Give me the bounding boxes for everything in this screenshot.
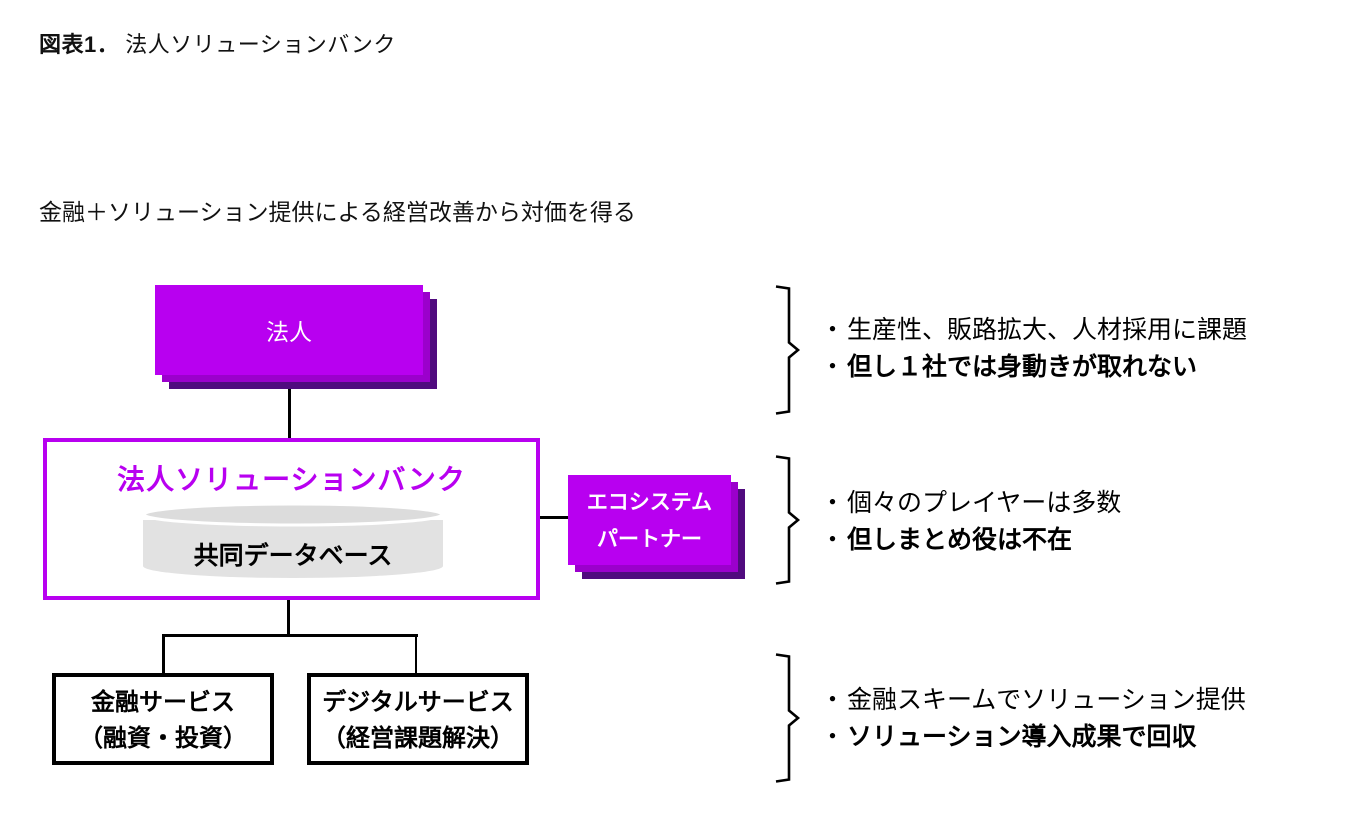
database-cylinder: 共同データベース: [141, 502, 445, 586]
connector-branch-horizontal: [162, 634, 418, 637]
brace-corporation-icon: [775, 285, 801, 415]
bullet-item: ・ 但し１社では身動きが取れない: [820, 349, 1247, 386]
bullet-item: ・ 但しまとめ役は不在: [820, 522, 1121, 559]
figure-title-text: 法人ソリューションバンク: [125, 32, 396, 57]
solution-bank-title: 法人ソリューションバンク: [117, 464, 466, 495]
bullet-text: 生産性、販路拡大、人材採用に課題: [847, 316, 1248, 344]
bullet-text: ソリューション導入成果で回収: [847, 723, 1197, 751]
connector-bank-down: [287, 598, 290, 636]
ecosystem-partner-line1: エコシステム: [586, 491, 713, 514]
corporation-label: 法人: [266, 319, 312, 345]
finance-service-box: 金融サービス （融資・投資）: [52, 673, 274, 765]
digital-service-box: デジタルサービス （経営課題解決）: [307, 673, 529, 765]
figure-number-label: 図表1．: [39, 32, 120, 57]
bullet-icon: ・: [820, 316, 846, 344]
bullet-text: 但し１社では身動きが取れない: [847, 353, 1198, 381]
bullet-text: 但しまとめ役は不在: [847, 526, 1073, 554]
connector-bank-to-ecosystem: [538, 516, 568, 519]
brace-ecosystem-icon: [775, 455, 801, 585]
bullet-text: 金融スキームでソリューション提供: [847, 686, 1246, 714]
annotation-group-ecosystem: ・ 個々のプレイヤーは多数 ・ 但しまとめ役は不在: [820, 485, 1121, 559]
bullet-icon: ・: [820, 723, 846, 751]
ecosystem-partner-box: エコシステム パートナー: [568, 475, 731, 565]
digital-service-line1: デジタルサービス: [322, 689, 514, 716]
bullet-item: ・ 金融スキームでソリューション提供: [820, 682, 1246, 719]
connector-drop-finance: [162, 634, 165, 674]
database-label: 共同データベース: [193, 542, 393, 570]
finance-service-line2: （融資・投資）: [79, 725, 247, 752]
ecosystem-partner-line2: パートナー: [597, 528, 702, 551]
figure-title: 図表1．法人ソリューションバンク: [39, 27, 396, 59]
bullet-icon: ・: [820, 489, 846, 517]
finance-service-line1: 金融サービス: [91, 689, 235, 716]
bullet-item: ・ 個々のプレイヤーは多数: [820, 485, 1121, 522]
brace-services-icon: [775, 653, 801, 783]
bullet-icon: ・: [820, 353, 846, 381]
bullet-item: ・ ソリューション導入成果で回収: [820, 719, 1246, 756]
connector-corporation-to-bank: [288, 389, 291, 438]
solution-bank-box: 法人ソリューションバンク 共同データベース: [43, 438, 540, 600]
bullet-text: 個々のプレイヤーは多数: [847, 489, 1122, 517]
digital-service-line2: （経営課題解決）: [322, 725, 514, 752]
annotation-group-services: ・ 金融スキームでソリューション提供 ・ ソリューション導入成果で回収: [820, 682, 1246, 756]
annotation-group-corporation: ・ 生産性、販路拡大、人材採用に課題 ・ 但し１社では身動きが取れない: [820, 312, 1247, 386]
connector-drop-digital: [414, 634, 417, 674]
database-cylinder-icon: [142, 502, 444, 578]
corporation-box: 法人: [155, 285, 423, 375]
bullet-item: ・ 生産性、販路拡大、人材採用に課題: [820, 312, 1247, 349]
bullet-icon: ・: [820, 526, 846, 554]
figure-subtitle: 金融＋ソリューション提供による経営改善から対価を得る: [39, 199, 636, 225]
bullet-icon: ・: [820, 686, 846, 714]
